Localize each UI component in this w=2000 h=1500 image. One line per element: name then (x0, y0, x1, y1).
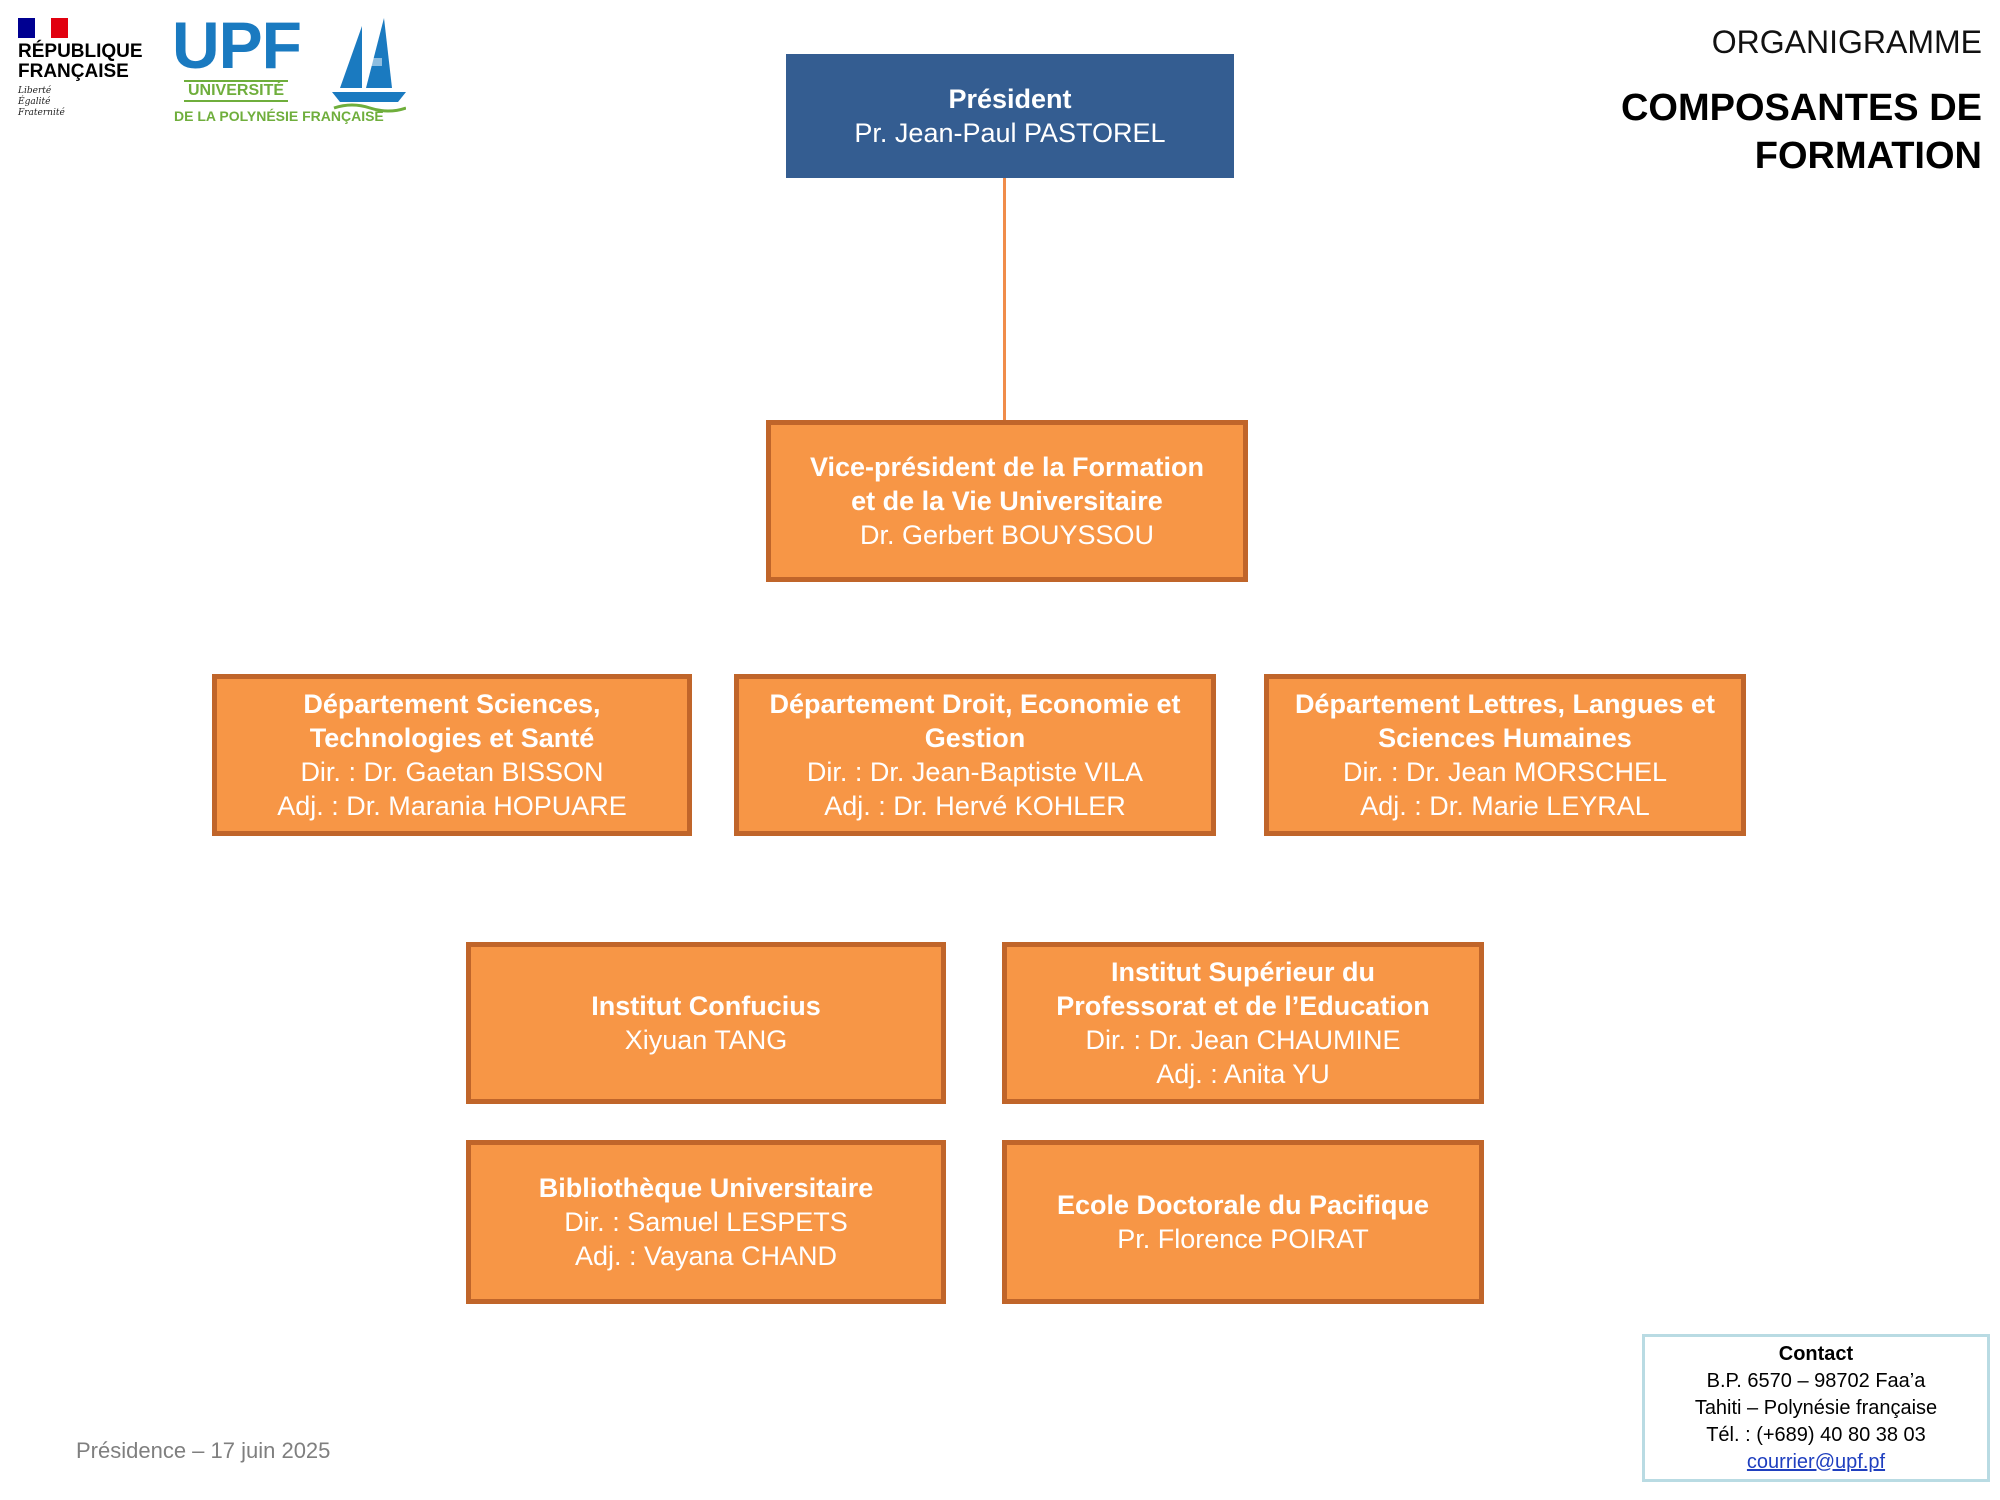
president-name: Pr. Jean-Paul PASTOREL (854, 118, 1166, 148)
page-kicker: ORGANIGRAMME (1711, 24, 1982, 60)
dept-adjoint: Adj. : Dr. Marania HOPUARE (277, 791, 627, 821)
vp-formation-box: Vice-président de la Formation et de la … (766, 420, 1248, 582)
inspe-box: Institut Supérieur du Professorat et de … (1002, 942, 1484, 1104)
vp-title-line: et de la Vie Universitaire (851, 486, 1163, 516)
french-flag-icon (18, 18, 69, 38)
dept-title-line: Département Droit, Economie et (769, 689, 1181, 719)
dept-lettres-box: Département Lettres, Langues et Sciences… (1264, 674, 1746, 836)
institut-confucius-box: Institut Confucius Xiyuan TANG (466, 942, 946, 1104)
dept-director: Dir. : Dr. Gaetan BISSON (300, 757, 604, 787)
dept-director: Dir. : Dr. Jean-Baptiste VILA (806, 757, 1144, 787)
dept-adjoint: Adj. : Dr. Marie LEYRAL (1360, 791, 1650, 821)
institute-director: Pr. Florence POIRAT (1117, 1224, 1369, 1254)
republique-name-line: RÉPUBLIQUE (18, 41, 143, 62)
contact-heading: Contact (1778, 1342, 1854, 1365)
connector-line (1003, 178, 1006, 420)
contact-line: Tahiti – Polynésie française (1694, 1396, 1938, 1419)
upf-letters: UPF (172, 8, 302, 82)
dept-title-line: Département Sciences, (303, 689, 601, 719)
institute-director: Dir. : Samuel LESPETS (564, 1207, 848, 1237)
dept-sciences-box: Département Sciences, Technologies et Sa… (212, 674, 692, 836)
dept-title-line: Technologies et Santé (309, 723, 595, 753)
contact-box: Contact B.P. 6570 – 98702 Faa’a Tahiti –… (1642, 1334, 1990, 1482)
page-title: COMPOSANTES DE FORMATION (1422, 84, 1982, 180)
flag-band-blue (18, 18, 35, 38)
institute-title-line: Institut Confucius (591, 991, 821, 1021)
page-title-line: COMPOSANTES DE (1620, 87, 1982, 129)
institute-title-line: Professorat et de l’Education (1056, 991, 1430, 1021)
page-title-line: FORMATION (1754, 135, 1982, 177)
motto-line: Égalité (18, 97, 51, 107)
dept-title-line: Sciences Humaines (1378, 723, 1632, 753)
institute-title-line: Ecole Doctorale du Pacifique (1056, 1190, 1430, 1220)
upf-universite-label: UNIVERSITÉ (184, 80, 289, 102)
institute-director: Dir. : Dr. Jean CHAUMINE (1085, 1025, 1401, 1055)
sailboat-icon (332, 18, 406, 113)
republique-name: RÉPUBLIQUE FRANÇAISE (18, 42, 143, 82)
contact-line: B.P. 6570 – 98702 Faa’a (1706, 1369, 1926, 1392)
vp-name: Dr. Gerbert BOUYSSOU (859, 520, 1155, 550)
vp-title-line: Vice-président de la Formation (809, 452, 1205, 482)
bibliotheque-box: Bibliothèque Universitaire Dir. : Samuel… (466, 1140, 946, 1304)
dept-title-line: Gestion (924, 723, 1026, 753)
dept-adjoint: Adj. : Dr. Hervé KOHLER (824, 791, 1126, 821)
motto-line: Liberté (18, 86, 52, 96)
republique-francaise-logo: RÉPUBLIQUE FRANÇAISE Liberté Égalité Fra… (18, 18, 148, 128)
republique-motto: Liberté Égalité Fraternité (18, 86, 65, 119)
footer-date: Présidence – 17 juin 2025 (76, 1438, 331, 1463)
flag-band-white (34, 18, 52, 38)
dept-droit-box: Département Droit, Economie et Gestion D… (734, 674, 1216, 836)
president-title: Président (948, 84, 1072, 114)
dept-director: Dir. : Dr. Jean MORSCHEL (1342, 757, 1668, 787)
ecole-doctorale-box: Ecole Doctorale du Pacifique Pr. Florenc… (1002, 1140, 1484, 1304)
institute-adjoint: Adj. : Anita YU (1156, 1059, 1330, 1089)
institute-title-line: Institut Supérieur du (1110, 957, 1375, 987)
republique-name-line: FRANÇAISE (18, 61, 129, 82)
president-box: Président Pr. Jean-Paul PASTOREL (786, 54, 1234, 178)
dept-title-line: Département Lettres, Langues et (1294, 689, 1716, 719)
contact-line: Tél. : (+689) 40 80 38 03 (1706, 1423, 1926, 1446)
institute-director: Xiyuan TANG (624, 1025, 788, 1055)
upf-subtitle: DE LA POLYNÉSIE FRANÇAISE (174, 108, 384, 124)
contact-email-link[interactable]: courrier@upf.pf (1746, 1450, 1886, 1473)
institute-adjoint: Adj. : Vayana CHAND (574, 1241, 838, 1271)
motto-line: Fraternité (18, 108, 65, 118)
upf-logo: UPF UNIVERSITÉ DE LA POLYNÉSIE FRANÇAISE (172, 12, 406, 128)
flag-band-red (51, 18, 69, 38)
institute-title-line: Bibliothèque Universitaire (538, 1173, 874, 1203)
